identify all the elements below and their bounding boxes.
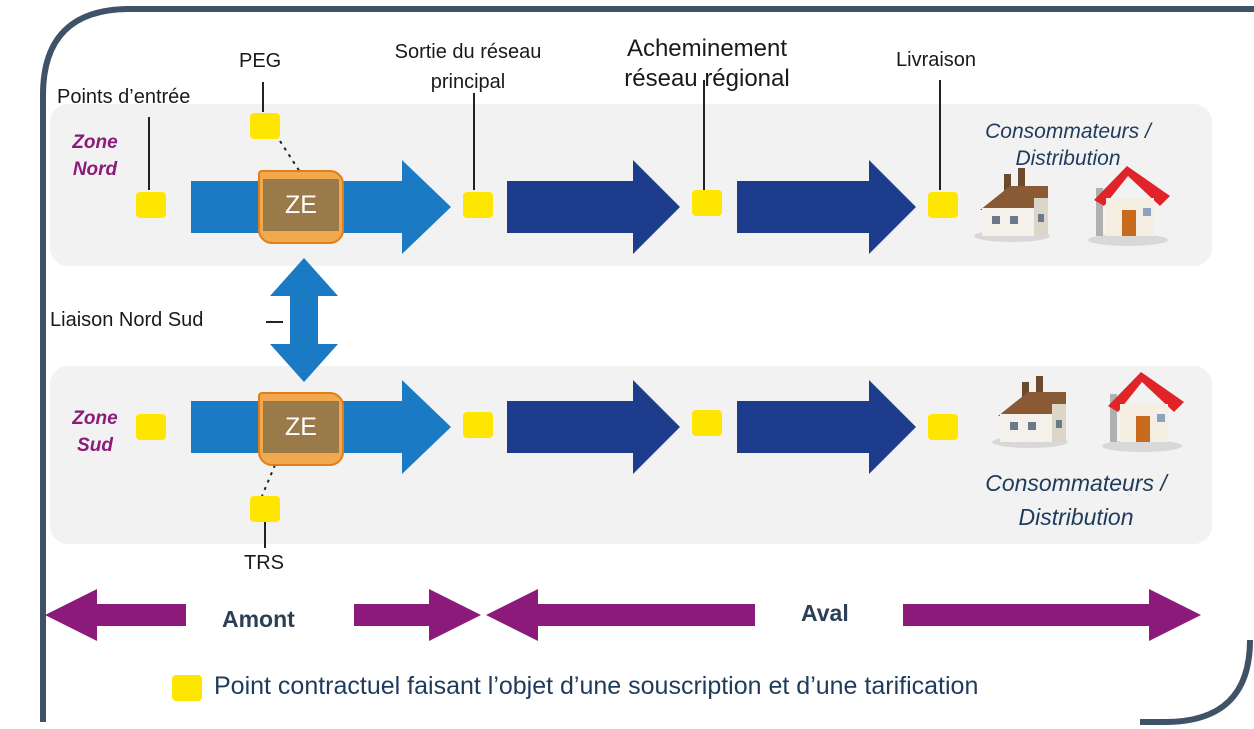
label-liaison: Liaison Nord Sud bbox=[50, 309, 204, 331]
factory-icon-sud bbox=[992, 376, 1068, 448]
label-acheminement: Acheminement réseau régional bbox=[607, 34, 807, 94]
label-trs: TRS bbox=[244, 552, 284, 574]
contract-point-nord-livraison bbox=[928, 192, 958, 218]
ze-label-sud: ZE bbox=[263, 401, 339, 453]
contract-point-nord-sortie bbox=[463, 192, 493, 218]
outer-frame-corner bbox=[1140, 639, 1253, 725]
ze-box-sud: ZE bbox=[258, 392, 344, 466]
sud-arrow-dark-1 bbox=[507, 380, 680, 474]
leader-trs-dotted bbox=[261, 464, 276, 497]
contract-point-trs bbox=[250, 496, 280, 522]
label-peg: PEG bbox=[239, 50, 282, 72]
label-amont: Amont bbox=[222, 606, 295, 632]
liaison-double-arrow bbox=[270, 258, 338, 382]
contract-point-nord-regional bbox=[692, 190, 722, 216]
contract-point-sud-entry bbox=[136, 414, 166, 440]
legend-contract-point-icon bbox=[172, 675, 202, 701]
leader-peg-dotted bbox=[279, 140, 301, 173]
outer-frame bbox=[40, 5, 1254, 722]
aval-right-arrow bbox=[903, 589, 1201, 641]
label-sortie-line1: Sortie du réseau bbox=[394, 41, 542, 63]
nord-arrow-dark-2 bbox=[737, 160, 916, 254]
amont-left-arrow bbox=[45, 589, 186, 641]
label-acheminement-line2: réseau régional bbox=[624, 65, 790, 92]
factory-icon-nord bbox=[974, 168, 1050, 242]
zone-nord-name: Zone Nord bbox=[60, 129, 130, 183]
label-sortie: Sortie du réseau principal bbox=[372, 37, 564, 97]
consumers-nord: Consommateurs / Distribution bbox=[958, 118, 1178, 172]
label-points-entree: Points d’entrée bbox=[57, 86, 191, 108]
zone-sud-line1: Zone bbox=[72, 408, 118, 429]
nord-arrow-dark-1 bbox=[507, 160, 680, 254]
consumers-sud-line2: Distribution bbox=[1018, 504, 1134, 530]
contract-point-peg bbox=[250, 113, 280, 139]
legend-text: Point contractuel faisant l’objet d’une … bbox=[214, 672, 979, 700]
ze-box-nord: ZE bbox=[258, 170, 344, 244]
aval-left-arrow bbox=[486, 589, 755, 641]
zone-sud-name: Zone Sud bbox=[60, 405, 130, 459]
amont-right-arrow bbox=[354, 589, 481, 641]
label-aval: Aval bbox=[801, 600, 849, 626]
consumers-sud-line1: Consommateurs / bbox=[985, 470, 1167, 496]
zone-sud-line2: Sud bbox=[77, 435, 113, 456]
label-sortie-line2: principal bbox=[430, 71, 506, 93]
label-livraison: Livraison bbox=[896, 49, 977, 71]
contract-point-sud-regional bbox=[692, 410, 722, 436]
contract-point-nord-entry bbox=[136, 192, 166, 218]
zone-nord-line1: Zone bbox=[72, 132, 118, 153]
consumers-sud: Consommateurs / Distribution bbox=[960, 466, 1192, 534]
ze-label-nord: ZE bbox=[263, 179, 339, 231]
sud-arrow-dark-2 bbox=[737, 380, 916, 474]
label-acheminement-line1: Acheminement bbox=[626, 35, 788, 62]
consumers-nord-line2: Distribution bbox=[1015, 147, 1121, 170]
consumers-nord-line1: Consommateurs / bbox=[985, 120, 1151, 143]
house-icon-sud bbox=[1102, 372, 1184, 452]
contract-point-sud-livraison bbox=[928, 414, 958, 440]
zone-nord-line2: Nord bbox=[72, 159, 118, 180]
house-icon-nord bbox=[1088, 166, 1170, 246]
contract-point-sud-sortie bbox=[463, 412, 493, 438]
